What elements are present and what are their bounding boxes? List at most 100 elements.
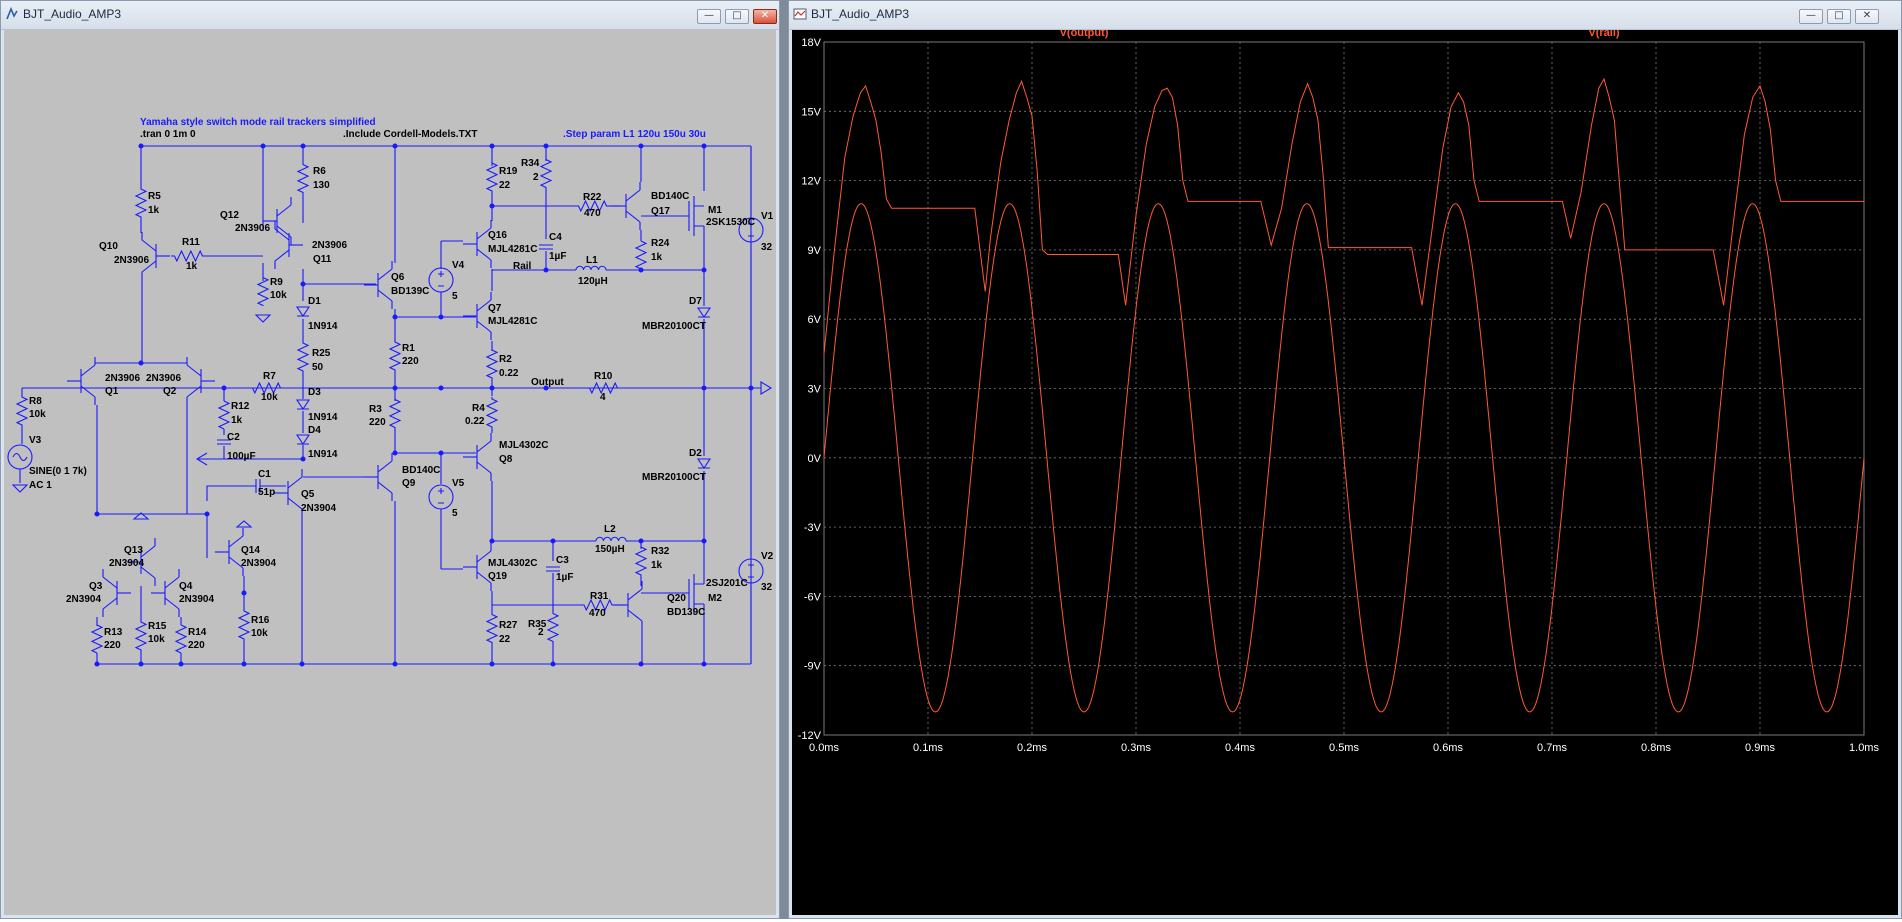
label-r8-ref: R8 <box>29 396 42 407</box>
label-m1-value: 2SK1530C <box>706 217 755 228</box>
schematic-close-button[interactable]: ✕ <box>753 9 777 24</box>
label-d3-ref: D3 <box>308 387 321 398</box>
label-r19-value: 22 <box>499 180 511 191</box>
label-r25-value: 50 <box>312 362 324 373</box>
transistor-emitter <box>274 249 290 262</box>
resistor-r6 <box>296 161 310 196</box>
mosfet-m1 <box>688 196 705 270</box>
transistor-emitter <box>627 609 643 622</box>
label-r13-ref: R13 <box>104 627 123 638</box>
label-r34-ref: R34 <box>521 158 540 169</box>
label-q2-ref: Q2 <box>163 386 177 397</box>
y-tick-label: -12V <box>798 730 822 742</box>
legend-v-output[interactable]: V(output) <box>1060 27 1109 39</box>
resistor-r19 <box>485 161 499 193</box>
transistor-emitter <box>102 597 118 610</box>
transistor-q2 <box>186 357 215 405</box>
y-tick-label: -9V <box>804 661 822 673</box>
label-q3-value: 2N3904 <box>66 594 101 605</box>
junction-dot <box>543 385 549 391</box>
junction-dot <box>701 267 707 273</box>
label-r22-ref: R22 <box>583 192 602 203</box>
legend-v-rail[interactable]: V(rail) <box>1588 27 1620 39</box>
label-r7-ref: R7 <box>263 371 276 382</box>
label-v2-ref: V2 <box>761 551 774 562</box>
label-q3-ref: Q3 <box>89 581 103 592</box>
transistor-emitter <box>164 597 180 610</box>
label-r5-ref: R5 <box>148 191 161 202</box>
plot-close-button[interactable]: ✕ <box>1855 9 1879 24</box>
transistor-emitter <box>377 481 393 494</box>
transistor-collector <box>476 550 492 563</box>
schematic-canvas[interactable]: Yamaha style switch mode rail trackers s… <box>4 30 776 915</box>
resistor-r7 <box>249 381 284 395</box>
label-q5-ref: Q5 <box>301 489 315 500</box>
label-q1-value: 2N3906 <box>105 373 140 384</box>
label-m1-ref: M1 <box>708 205 722 216</box>
label-r4-value: 0.22 <box>465 416 485 427</box>
resistor-r34 <box>539 156 553 191</box>
label-d3-value: 1N914 <box>308 412 338 423</box>
label-m2-value: 2SJ201C <box>706 578 748 589</box>
ground-symbol <box>254 314 272 323</box>
junction-dot <box>300 456 306 462</box>
label-r15-ref: R15 <box>148 621 167 632</box>
label-v3-ref: V3 <box>29 435 42 446</box>
junction-dot <box>221 385 227 391</box>
x-tick-label: 0.8ms <box>1641 742 1671 754</box>
label-r25-ref: R25 <box>312 348 331 359</box>
schematic-drawing[interactable]: Yamaha style switch mode rail trackers s… <box>4 30 778 917</box>
x-tick-label: 1.0ms <box>1849 742 1879 754</box>
junction-dot <box>241 661 247 667</box>
transistor-emitter <box>377 289 393 302</box>
y-tick-label: 6V <box>808 314 822 326</box>
label-d4-value: 1N914 <box>308 449 338 460</box>
transistor-collector <box>80 364 96 377</box>
label-d1-ref: D1 <box>308 296 321 307</box>
diode-d4 <box>295 434 311 445</box>
plot-maximize-button[interactable]: □ <box>1827 9 1851 24</box>
window-gap <box>780 0 788 919</box>
label-r11-ref: R11 <box>182 237 200 248</box>
schematic-titlebar[interactable]: BJT_Audio_AMP3 — □ ✕ <box>1 1 779 30</box>
label-d1-value: 1N914 <box>308 321 338 332</box>
label-q4-value: 2N3904 <box>179 594 214 605</box>
label-r4-ref: R4 <box>472 403 485 414</box>
label-r34-value: 2 <box>533 172 539 183</box>
x-tick-label: 0.5ms <box>1329 742 1359 754</box>
schematic-maximize-button[interactable]: □ <box>725 9 749 24</box>
schematic-window: BJT_Audio_AMP3 — □ ✕ Yamaha style switch… <box>0 0 780 919</box>
series-line-v-rail <box>823 77 1864 354</box>
label-r9-value: 10k <box>270 290 287 301</box>
plot-titlebar[interactable]: BJT_Audio_AMP3 — □ ✕ <box>789 1 1901 30</box>
schematic-minimize-button[interactable]: — <box>697 9 721 24</box>
resistor-r27 <box>485 611 499 646</box>
label-r5-value: 1k <box>148 205 160 216</box>
resistor-r16 <box>237 609 251 641</box>
label-v2-value: 32 <box>761 582 773 593</box>
label-q14-value: 2N3904 <box>241 558 276 569</box>
junction-dot <box>392 314 398 320</box>
voltage-source-sign <box>438 271 444 287</box>
label-q2-value: 2N3906 <box>146 373 181 384</box>
junction-dot <box>94 661 100 667</box>
y-tick-label: -3V <box>804 522 822 534</box>
label-r19-ref: R19 <box>499 166 518 177</box>
label-r24-value: 1k <box>651 252 663 263</box>
x-tick-label: 0.6ms <box>1433 742 1463 754</box>
label-v1-value: 32 <box>761 242 773 253</box>
label-q9-value: BD140C <box>402 465 440 476</box>
junction-dot <box>638 661 644 667</box>
transistor-collector <box>228 535 244 548</box>
label-q10-ref: Q10 <box>99 241 118 252</box>
plot-minimize-button[interactable]: — <box>1799 9 1823 24</box>
output-port <box>760 381 773 395</box>
label-q17-ref: Q17 <box>651 206 670 217</box>
label-q8-ref: Q8 <box>499 454 513 465</box>
label-r9-ref: R9 <box>270 277 283 288</box>
directive-tran: .tran 0 1m 0 <box>140 129 196 140</box>
transistor-q1 <box>67 357 96 405</box>
label-v1-ref: V1 <box>761 211 774 222</box>
